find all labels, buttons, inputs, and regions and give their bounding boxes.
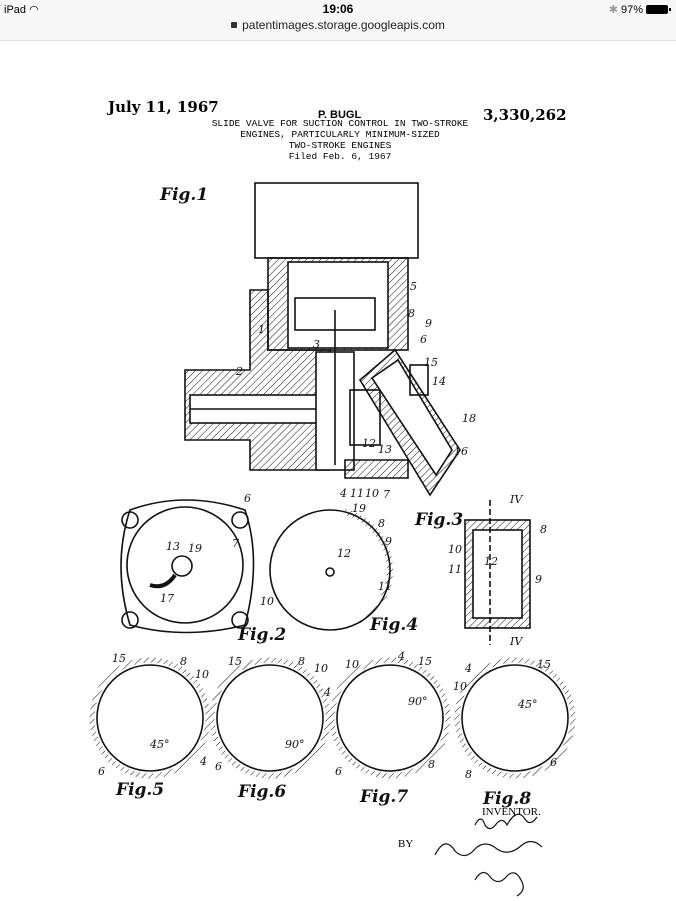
ref-label: 13 xyxy=(166,540,180,553)
ref-label: 8 xyxy=(378,517,385,530)
fig2-label: Fig.2 xyxy=(237,625,286,645)
title-line: SLIDE VALVE FOR SUCTION CONTROL IN TWO-S… xyxy=(211,118,469,129)
filed-date: Filed Feb. 6, 1967 xyxy=(288,151,392,162)
ref-label: 4 xyxy=(339,487,347,500)
ref-label: 6 xyxy=(244,492,251,505)
ref-label: 8 xyxy=(428,758,435,771)
ref-label: 12 xyxy=(337,547,351,560)
status-right: ✱97% xyxy=(608,3,671,16)
ref-label: 45° xyxy=(517,698,538,711)
lock-icon xyxy=(231,22,238,28)
ref-label: 19 xyxy=(352,502,366,515)
status-bar: iPad ◠ 19:06 ✱97% patentimages.storage.g… xyxy=(0,0,676,41)
ref-label: 6 xyxy=(98,765,105,778)
figure-2: Fig.2 6 7 13 19 17 xyxy=(120,492,286,645)
fig1-label: Fig.1 xyxy=(159,185,208,205)
ref-label: 15 xyxy=(418,655,432,668)
figure-6: Fig.6 15 8 10 4 90° 6 xyxy=(209,655,331,802)
fig7-label: Fig.7 xyxy=(359,787,408,807)
fig8-label: Fig.8 xyxy=(482,789,531,809)
fig4-label: Fig.4 xyxy=(369,615,418,635)
figure-1: Fig.1 1 2 3 5 8 9 6 15 14 18 12 13 16 4 … xyxy=(159,182,476,515)
ref-label: 4 xyxy=(464,662,472,675)
ref-label: 5 xyxy=(410,280,417,293)
ref-label: 10 xyxy=(345,658,359,671)
figure-8: Fig.8 4 15 10 45° 8 6 xyxy=(453,657,576,809)
fig6-label: Fig.6 xyxy=(237,782,286,802)
ref-label: 10 xyxy=(448,543,462,556)
clock: 19:06 xyxy=(322,2,354,16)
ref-label: 6 xyxy=(420,333,427,346)
ref-label: 10 xyxy=(195,668,209,681)
ref-label: 6 xyxy=(335,765,342,778)
ref-label: 12 xyxy=(484,555,498,568)
title-line: TWO-STROKE ENGINES xyxy=(288,140,392,151)
ref-label: 18 xyxy=(462,412,476,425)
ref-label: 17 xyxy=(160,592,174,605)
device-name: iPad xyxy=(4,4,27,16)
ref-label: 10 xyxy=(260,595,274,608)
ref-label: 8 xyxy=(408,307,415,320)
ref-label: 8 xyxy=(180,655,187,668)
figure-4: Fig.4 8 9 12 10 11 xyxy=(260,509,418,635)
ref-label: 90° xyxy=(285,738,305,751)
patent-inventor: P. BUGL xyxy=(318,109,362,121)
ref-label: 9 xyxy=(535,573,542,586)
ref-label: 90° xyxy=(408,695,428,708)
ref-label: 15 xyxy=(424,356,438,369)
device-label: iPad ◠ xyxy=(4,3,39,16)
patent-date: July 11, 1967 xyxy=(108,98,219,116)
ref-label: 4 xyxy=(397,650,405,663)
ref-label: 8 xyxy=(465,768,472,781)
ref-label: 15 xyxy=(228,655,242,668)
battery-percent: 97% xyxy=(620,3,643,16)
url-text: patentimages.storage.googleapis.com xyxy=(242,18,445,32)
wifi-icon: ◠ xyxy=(29,4,39,16)
ref-label: 10 xyxy=(314,662,328,675)
ref-label: 45° xyxy=(149,738,170,751)
figure-7: Fig.7 10 4 15 90° 6 8 xyxy=(329,650,451,807)
ref-label: 9 xyxy=(385,535,392,548)
fig3-label: Fig.3 xyxy=(414,510,463,530)
fig5-label: Fig.5 xyxy=(115,780,164,800)
ref-label: 10 xyxy=(365,487,379,500)
ref-label: 11 xyxy=(350,487,364,500)
ref-label: 8 xyxy=(298,655,305,668)
patent-title: SLIDE VALVE FOR SUCTION CONTROL IN TWO-S… xyxy=(200,118,480,162)
ref-label: 8 xyxy=(540,523,547,536)
bluetooth-icon: ✱ xyxy=(608,4,618,16)
figure-5: Fig.5 15 8 10 45° 4 6 xyxy=(89,652,211,800)
ref-label: 7 xyxy=(232,537,239,550)
ref-label: 6 xyxy=(215,760,222,773)
ref-label: 6 xyxy=(550,756,557,769)
figure-3: Fig.3 IV 8 10 11 12 9 IV xyxy=(414,493,547,648)
title-line: ENGINES, PARTICULARLY MINIMUM-SIZED xyxy=(240,129,440,140)
ref-label: 1 xyxy=(258,323,265,336)
ref-label: 14 xyxy=(432,375,446,388)
signature xyxy=(434,813,543,897)
ref-label: 19 xyxy=(188,542,202,555)
ref-label: 16 xyxy=(454,445,468,458)
ref-label: 9 xyxy=(425,317,432,330)
ref-label: IV xyxy=(509,493,523,506)
ref-label: 2 xyxy=(235,365,243,378)
ref-label: 13 xyxy=(378,443,392,456)
ref-label: 4 xyxy=(323,686,331,699)
ref-label: 11 xyxy=(378,580,392,593)
by-label: BY xyxy=(398,838,414,850)
ref-label: 4 xyxy=(199,755,207,768)
address-bar[interactable]: patentimages.storage.googleapis.com xyxy=(0,18,676,32)
ref-label: IV xyxy=(509,635,523,648)
inventor-label: INVENTOR. xyxy=(482,806,541,818)
ref-label: 11 xyxy=(448,563,462,576)
ref-label: 3 xyxy=(313,338,320,351)
ref-label: 10 xyxy=(453,680,467,693)
patent-number: 3,330,262 xyxy=(483,106,567,124)
ref-label: 7 xyxy=(383,488,390,501)
ref-label: 15 xyxy=(537,658,551,671)
ref-label: 12 xyxy=(362,437,376,450)
battery-icon xyxy=(646,5,671,14)
ref-label: 15 xyxy=(112,652,126,665)
